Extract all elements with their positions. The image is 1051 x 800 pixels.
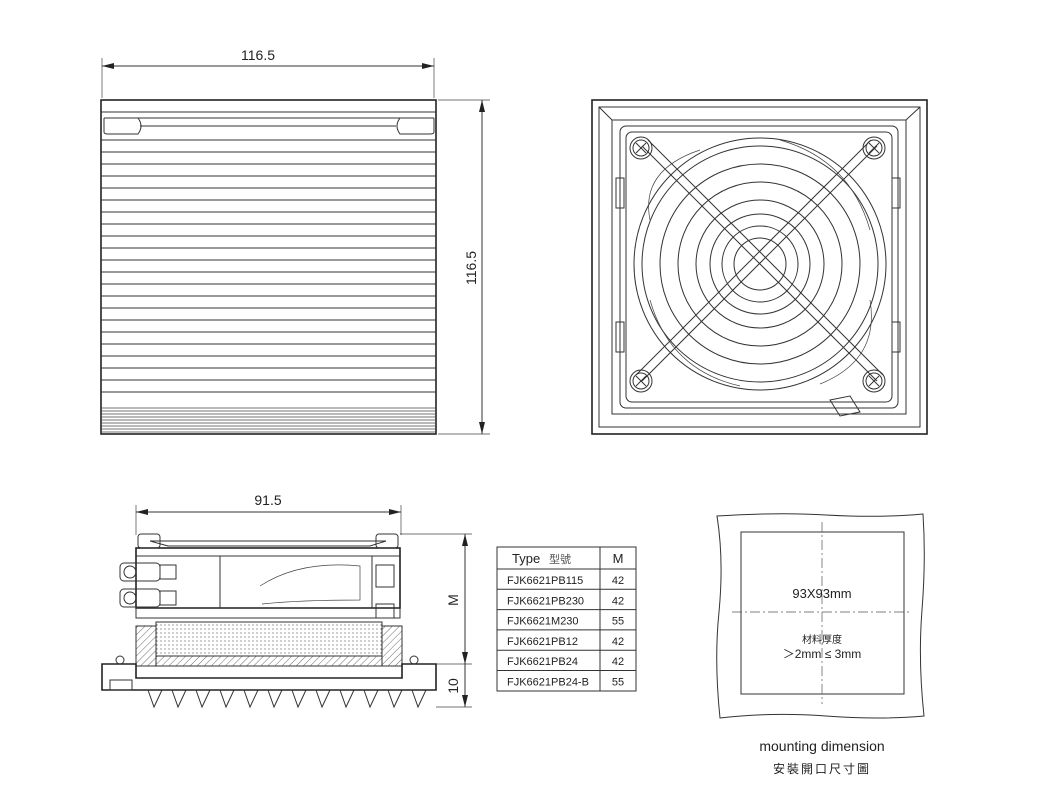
bottom-grille <box>101 407 436 433</box>
fin <box>411 689 427 709</box>
table-row-m: 42 <box>612 656 624 668</box>
fin <box>147 689 163 709</box>
fin <box>291 689 307 709</box>
table-row-type: FJK6621PB115 <box>507 575 583 587</box>
cutout-size-label: 93X93mm <box>792 586 851 601</box>
table-header-type: Type <box>512 551 540 566</box>
fan-view <box>591 99 928 435</box>
front-view: 116.5 116.5 <box>100 47 490 435</box>
fin <box>219 689 235 709</box>
side-m-label: M <box>445 594 461 606</box>
front-width-dimension: 116.5 <box>101 47 435 98</box>
mounting-title-en: mounting dimension <box>759 738 884 754</box>
mounting-dimension: 93X93mm 材料厚度 ＞2mm ≤ 3mm mounting dimensi… <box>716 513 925 776</box>
side-view: 91.5 M 10 <box>101 492 472 709</box>
front-height-dimension: 116.5 <box>438 99 490 435</box>
screw-4 <box>862 369 886 393</box>
side-base-label: 10 <box>445 678 461 694</box>
fin <box>363 689 379 709</box>
table-header-type-cn: 型號 <box>549 552 571 566</box>
table-row-m: 42 <box>612 636 624 648</box>
table-row-m: 42 <box>612 595 624 607</box>
table-row-type: FJK6621PB24 <box>507 656 578 668</box>
table-row-type: FJK6621PB12 <box>507 636 578 648</box>
table-row-m: 55 <box>612 677 624 689</box>
front-width-label: 116.5 <box>241 47 275 63</box>
fan-guard <box>633 137 887 417</box>
fin <box>339 689 355 709</box>
connectors <box>119 562 395 619</box>
side-width-dimension: 91.5 <box>135 492 402 535</box>
fin <box>243 689 259 709</box>
screw-3 <box>629 369 653 393</box>
table-row-m: 42 <box>612 575 624 587</box>
fin <box>387 689 403 709</box>
table-row-m: 55 <box>612 616 624 628</box>
heatsink-fins <box>147 689 427 709</box>
thickness-label: 材料厚度 <box>802 633 842 646</box>
table-header-m: M <box>613 551 624 566</box>
side-m-dimension: M 10 <box>400 533 472 708</box>
louver-slats <box>101 139 436 393</box>
thickness-range: ＞2mm ≤ 3mm <box>783 647 862 661</box>
fin <box>171 689 187 709</box>
table-row-type: FJK6621PB230 <box>507 595 584 607</box>
table-row-type: FJK6621M230 <box>507 616 579 628</box>
fin <box>267 689 283 709</box>
fin <box>315 689 331 709</box>
front-height-label: 116.5 <box>463 251 479 285</box>
side-width-label: 91.5 <box>254 492 281 508</box>
fan-screws <box>629 136 886 393</box>
mounting-title-cn: 安裝開口尺寸圖 <box>773 761 871 776</box>
table-row-type: FJK6621PB24-B <box>507 677 589 689</box>
fin <box>195 689 211 709</box>
screw-2 <box>862 136 886 160</box>
screw-1 <box>629 136 653 160</box>
